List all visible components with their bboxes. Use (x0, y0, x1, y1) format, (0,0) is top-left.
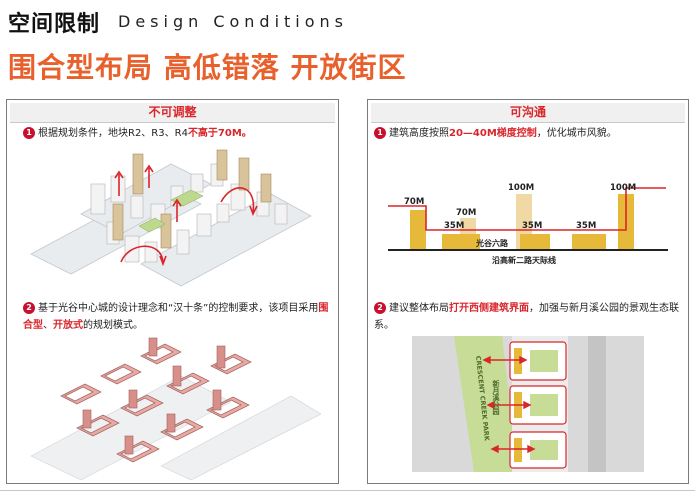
page-subtitle: 围合型布局 高低错落 开放街区 (8, 51, 407, 84)
page-title: 空间限制 (8, 12, 101, 37)
number-badge: 2 (23, 302, 35, 314)
left-panel-divider (10, 122, 335, 123)
left-note-2-separator: 、 (43, 320, 53, 331)
left-panel-title: 不可调整 (10, 103, 335, 122)
enclosed-layout-illustration (21, 336, 321, 480)
left-note-1-text: 根据规划条件，地块R2、R3、R4 (38, 128, 188, 139)
skyline-diagram: 70M 70M 100M 100M 35M 35M 35M 光谷六路 沿高新二路… (388, 183, 668, 265)
skyline-label: 35M (576, 221, 596, 231)
park-label-cn: 新月溪公园 (492, 379, 501, 416)
connection-arrows (482, 355, 536, 454)
page-title-en: Design Conditions (118, 12, 349, 31)
left-note-2-highlight-a: 围合型 (23, 303, 329, 331)
right-note-1-text-a: 建筑高度按照 (389, 128, 449, 139)
left-note-1-highlight: 不高于70M。 (187, 128, 252, 139)
number-badge: 1 (23, 127, 35, 139)
right-note-2-highlight: 打开西侧建筑界面 (449, 303, 529, 314)
right-panel-title: 可沟通 (371, 103, 685, 122)
park-plan-diagram: CRESCENT CREEK PARK 新月溪公园 (412, 336, 644, 472)
park-area (454, 336, 518, 472)
skyline-label: 35M (522, 221, 542, 231)
skyline-line (388, 187, 666, 231)
skyline-label: 35M (444, 221, 464, 231)
right-note-1-text-b: ，优化城市风貌。 (536, 128, 617, 139)
number-badge: 1 (374, 127, 386, 139)
right-note-1-highlight: 20—40M梯度控制 (449, 128, 537, 139)
footer-divider (0, 490, 695, 491)
skyline-caption: 沿高新二路天际线 (492, 255, 556, 265)
number-badge: 2 (374, 302, 386, 314)
skyline-label: 100M (508, 183, 534, 193)
skyline-label: 70M (456, 208, 476, 218)
skyline-label: 70M (404, 197, 424, 207)
road-label: 光谷六路 (475, 238, 509, 248)
left-note-2-text-b: 的规划模式。 (83, 320, 143, 331)
skyline-label: 100M (610, 183, 636, 193)
right-panel-divider (371, 122, 685, 123)
left-note-2-highlight-b: 开放式 (53, 320, 83, 331)
left-note-2-text-a: 基于光谷中心城的设计理念和“汉十条”的控制要求，该项目采用 (38, 303, 319, 314)
height-limit-illustration (21, 144, 321, 294)
right-note-2-text-b: ，加强与新月溪公园的景观生态联系。 (374, 303, 679, 331)
right-note-2-text-a: 建议整体布局 (389, 303, 449, 314)
